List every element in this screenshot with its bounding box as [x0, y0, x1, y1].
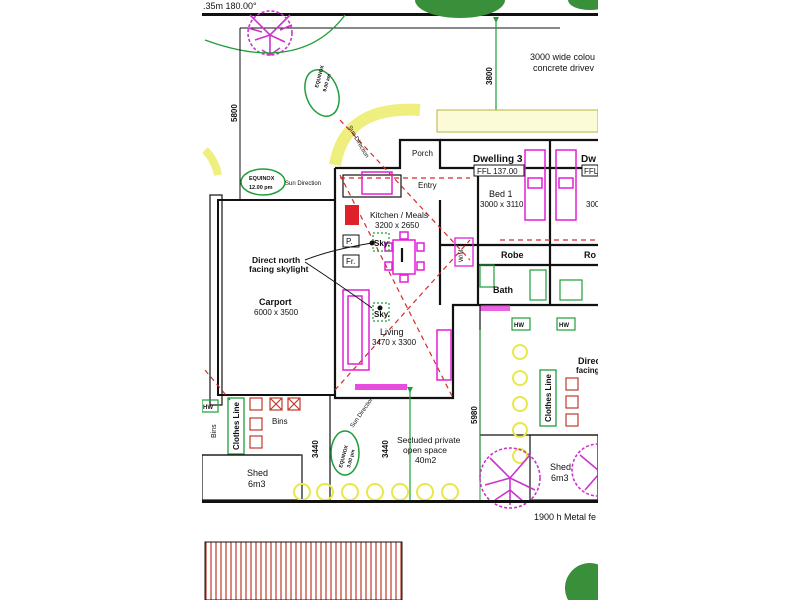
dwelling-cut-label: Dw [581, 154, 596, 165]
skylight-label-2: facing skylight [249, 264, 309, 274]
carport-dim: 6000 x 3500 [254, 308, 299, 317]
dim-3440-a: 3440 [311, 440, 320, 458]
equinox-3-time: 3.00 pm [346, 448, 357, 468]
bottom-boundary [202, 500, 598, 503]
equinox-3-label: EQUINOX [338, 444, 350, 468]
direct-label-cut-2: facing [576, 366, 600, 375]
shed-label-left: Shed [247, 468, 268, 478]
hatched-area [204, 541, 403, 600]
bins-icon [249, 377, 579, 449]
clothes-line-label-left: Clothes Line [232, 401, 241, 450]
driveway-label-1: 3000 wide colou [530, 52, 595, 62]
sun-direction-lines [204, 119, 598, 401]
equinox-9-time: 9.00 am [322, 73, 333, 93]
equinox-badge-12pm [240, 168, 286, 196]
sky-label-2: Sky. [374, 310, 390, 319]
tree-bottom [479, 443, 598, 509]
clothes-line-label-right: Clothes Line [544, 373, 553, 422]
open-space-label-1: Secluded private [397, 435, 461, 445]
driveway-label-2: concrete drivev [533, 63, 595, 73]
bed1-dim: 3000 x 3110 [480, 200, 524, 209]
ffl-label: FFL 137.00 [477, 167, 518, 176]
equinox-12-label: EQUINOX [249, 176, 275, 182]
carport-label: Carport [259, 297, 292, 307]
fridge-label: Fr. [346, 257, 355, 266]
entry-label: Entry [418, 181, 437, 190]
clothes-line-left [227, 397, 245, 455]
direct-label-cut-1: Direc [578, 356, 601, 366]
stove-icon [345, 205, 359, 225]
top-boundary [202, 13, 598, 16]
kitchen-dim: 3200 x 2650 [375, 221, 420, 230]
dwelling-3-label: Dwelling 3 [473, 154, 523, 165]
bed1-label: Bed 1 [489, 189, 513, 199]
shed-vol-right: 6m3 [551, 473, 569, 483]
sun-direction-label-2: Sun Direction [285, 181, 321, 187]
shrub-row-top [436, 109, 598, 133]
hw-label-2: HW [559, 323, 569, 329]
open-space-label-3: 40m2 [415, 455, 437, 465]
hw-label-1: HW [514, 323, 524, 329]
robe-cut-label: Ro [584, 250, 596, 260]
bins-label-left: Bins [211, 424, 218, 438]
kitchen-label: Kitchen / Meals [370, 210, 428, 220]
bed-icon [524, 149, 577, 221]
wm-label: W/M [459, 250, 465, 262]
pantry-label: P. [346, 237, 353, 246]
bins-label-right: Bins [272, 417, 288, 426]
dim-3440-b: 3440 [381, 440, 390, 458]
equinox-9-label: EQUINOX [314, 64, 326, 88]
hw-label-3: HW [203, 405, 213, 411]
dim-3800: 3800 [485, 67, 494, 85]
bed-cut-dim: 300 [586, 200, 600, 209]
ffl-cut-label: FFL [584, 167, 599, 176]
sofa-icon [342, 289, 370, 371]
living-dim: 3470 x 3300 [372, 338, 417, 347]
equinox-12-time: 12.00 pm [249, 185, 273, 191]
skylight-label-1: Direct north [252, 255, 300, 265]
tree-top-left [247, 10, 293, 56]
clothes-line-right [539, 369, 557, 427]
equinox-badge-3pm [330, 430, 360, 476]
porch-label: Porch [412, 149, 433, 158]
living-label: Living [380, 327, 404, 337]
dim-5980: 5980 [470, 406, 479, 424]
dim-5800: 5800 [230, 104, 239, 122]
dining-table-icon [384, 231, 425, 283]
lawn-blob [415, 0, 505, 18]
open-space-label-2: open space [403, 445, 447, 455]
equinox-badge-9am [304, 69, 340, 117]
shed-label-right: Shed [550, 462, 571, 472]
bath-label: Bath [493, 285, 513, 295]
sun-direction-label-3: Sun Direction [350, 396, 376, 429]
top-dimension-label: .35m 180.00° [203, 1, 257, 11]
robe-label: Robe [501, 250, 524, 260]
sky-label-1: Sky. [374, 239, 390, 248]
shed-vol-left: 6m3 [248, 479, 266, 489]
fence-label: 1900 h Metal fe [534, 512, 596, 522]
